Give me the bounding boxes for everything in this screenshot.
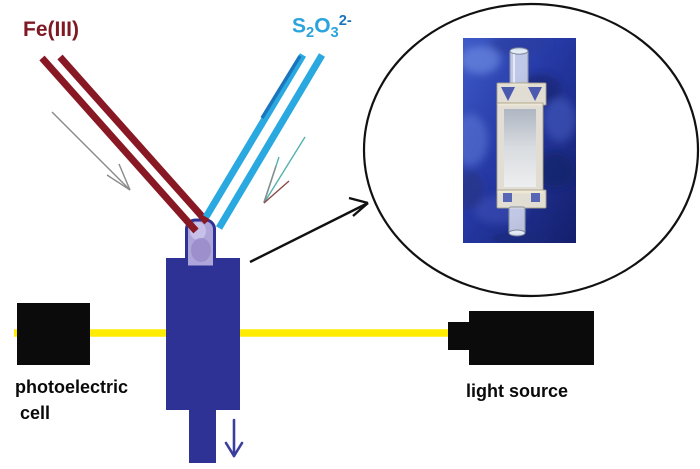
- cuvette-top-cap: [496, 82, 547, 106]
- light-source-label: light source: [466, 381, 569, 401]
- observation-chamber: [166, 258, 240, 410]
- photoelectric-cell-label: photoelectric cell: [15, 374, 128, 426]
- cuvette-window: [504, 109, 536, 187]
- formula-base2: O: [314, 14, 331, 38]
- formula-sub2: 3: [330, 24, 339, 41]
- fe-feed-tube: [39, 54, 210, 234]
- photo-texture: [463, 38, 576, 243]
- formula-base1: S: [292, 14, 307, 38]
- outlet-tube: [189, 410, 216, 463]
- cuvette-top-tube: [509, 49, 529, 86]
- reagent-left-label: Fe(III): [23, 18, 79, 41]
- cuvette-photo: [463, 38, 576, 243]
- outlet-down-arrow-icon: [224, 418, 244, 458]
- callout-arrow-icon: [249, 196, 369, 264]
- light-source-box: [448, 311, 594, 365]
- reagent-right-label: S2O32-: [292, 13, 352, 41]
- photoelectric-cell-label-line1: photoelectric: [15, 377, 129, 397]
- thiosulfate-feed-tube: [202, 53, 326, 230]
- photoelectric-cell-label-line2: cell: [20, 403, 51, 423]
- photoelectric-cell-box: [17, 303, 90, 365]
- formula-sub1: 2: [306, 24, 315, 41]
- flow-cuvette: [492, 47, 548, 243]
- left-flow-arrow-icon: [51, 111, 131, 191]
- formula-charge: 2-: [338, 13, 352, 29]
- right-flow-arrow-icon: [263, 136, 306, 204]
